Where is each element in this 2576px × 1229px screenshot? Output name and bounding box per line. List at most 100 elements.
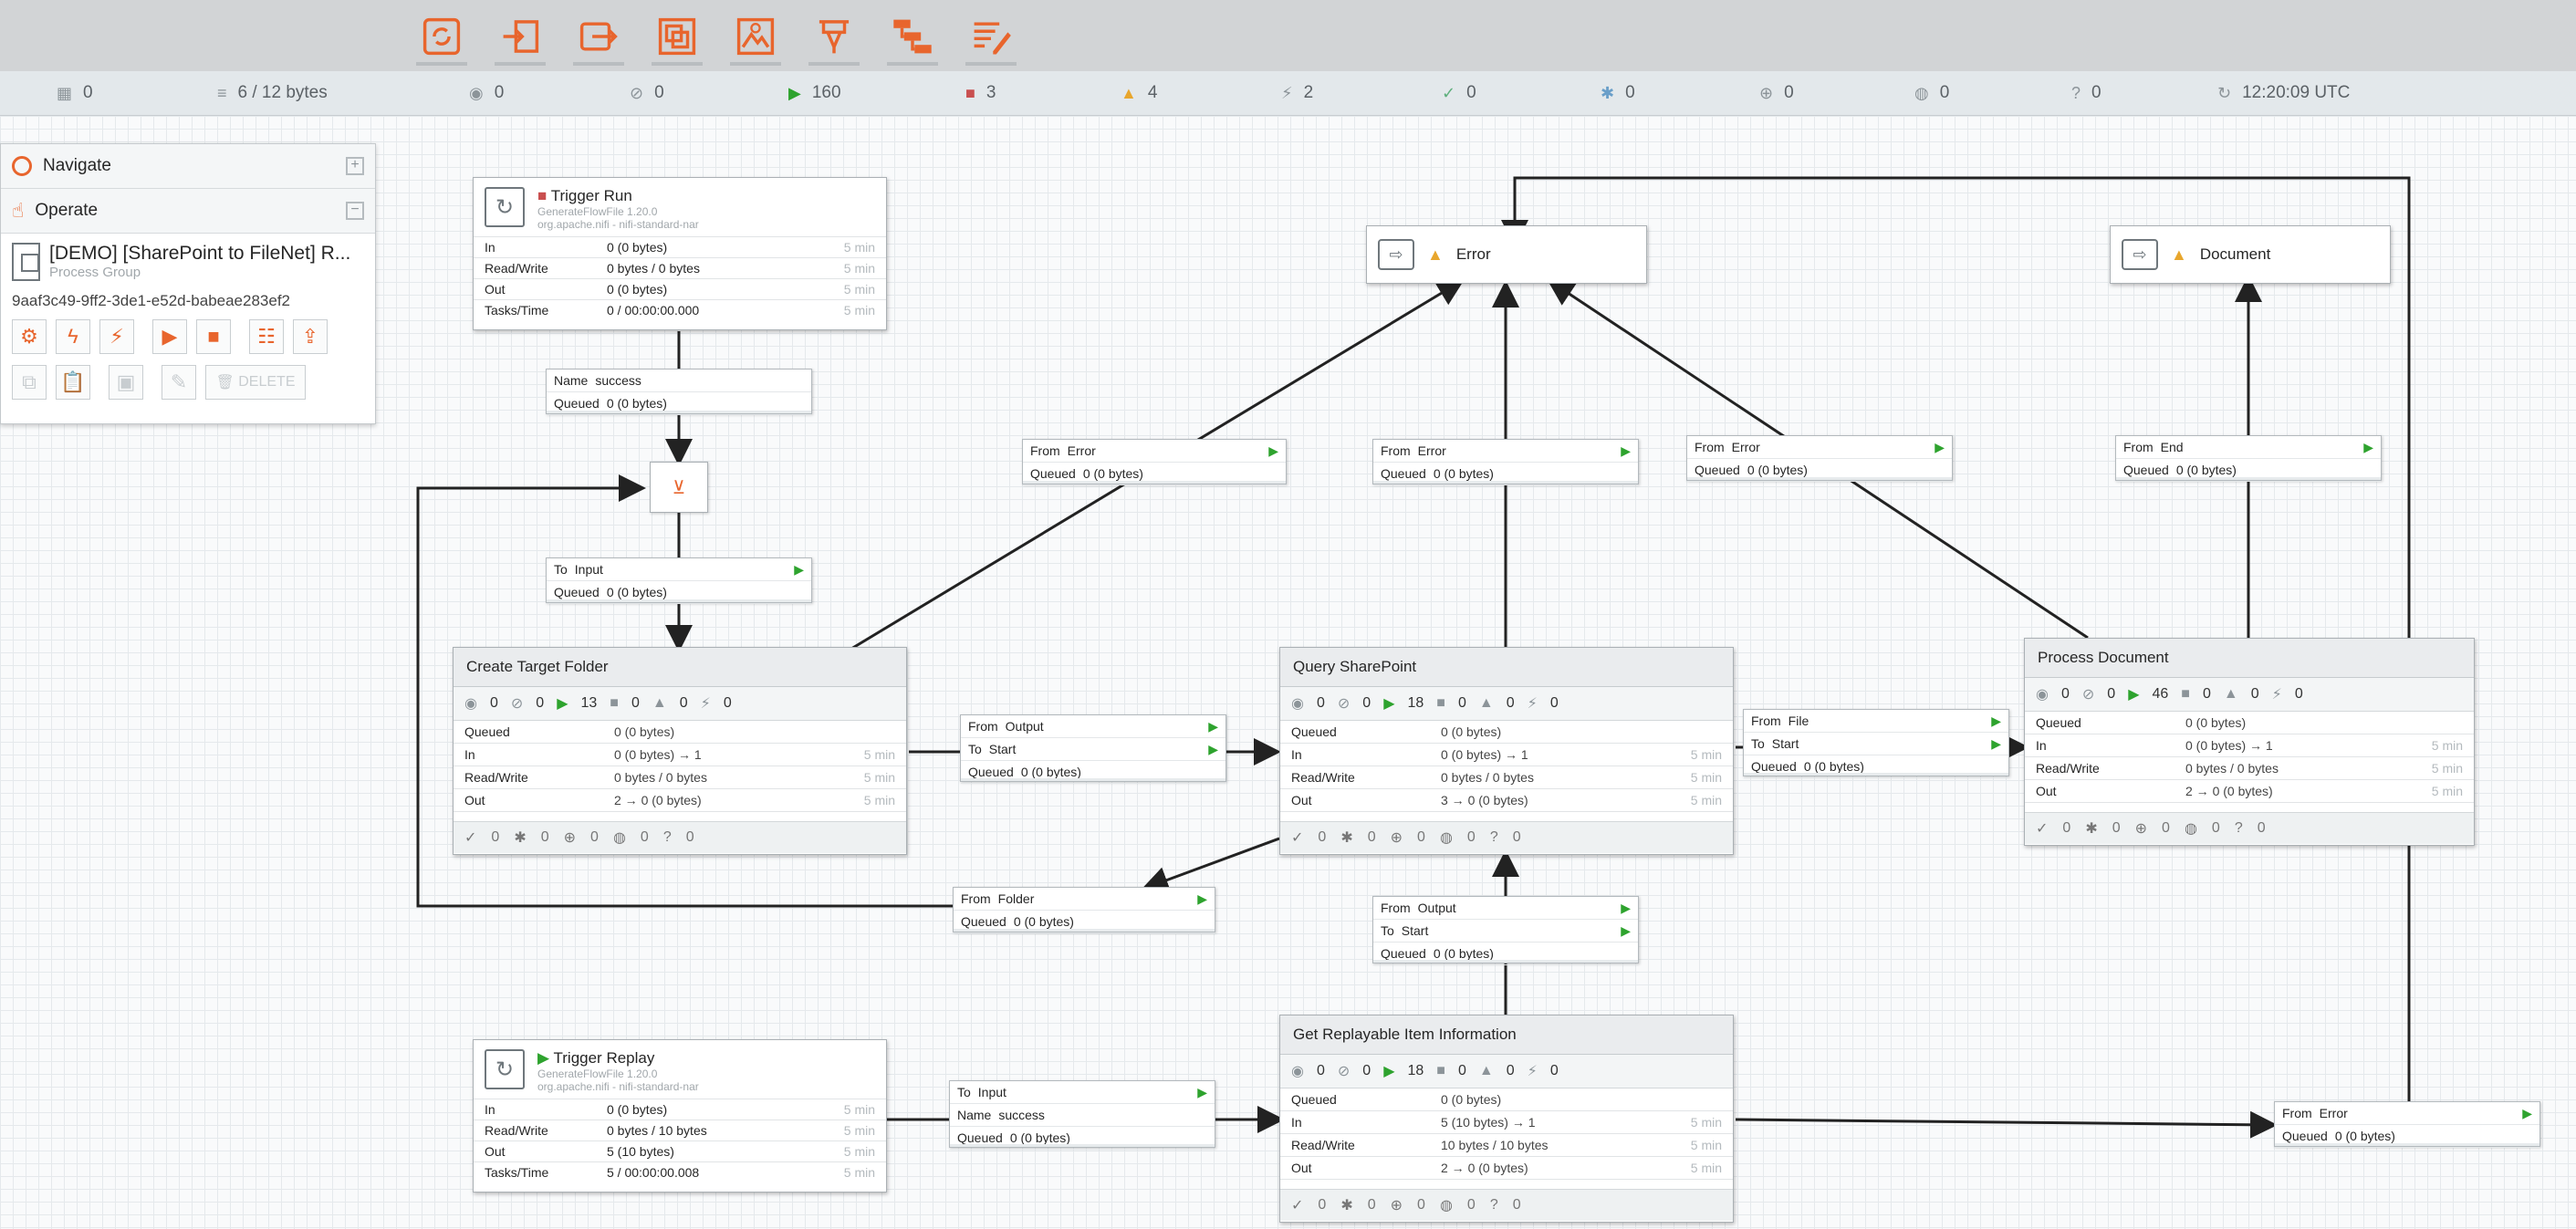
add-remote-process-group-button[interactable] <box>730 11 781 66</box>
stale-icon: ⊕ <box>2134 821 2148 837</box>
not-transmitting-icon: ⊘ <box>510 696 524 712</box>
trigger-replay-processor[interactable]: ↻ ▶ Trigger Replay GenerateFlowFile 1.20… <box>473 1039 887 1193</box>
query-sharepoint-processor[interactable]: Query SharePoint ◉0 ⊘0 ▶18 ■0 ▲0 ⚡0 Queu… <box>1279 647 1734 855</box>
funnel-icon <box>819 20 850 54</box>
play-icon: ▶ <box>1621 922 1631 938</box>
stop-button[interactable]: ■ <box>196 319 231 354</box>
stale-modified-icon: ◍ <box>1439 1198 1453 1213</box>
add-output-port-button[interactable] <box>573 11 624 66</box>
play-icon: ▶ <box>1621 443 1631 458</box>
play-icon: ▶ <box>788 83 801 102</box>
asterisk-icon: ✱ <box>514 830 527 846</box>
stopped-icon: ■ <box>537 187 548 204</box>
stop-icon: ■ <box>207 325 220 348</box>
delete-button[interactable]: 🗑 DELETE <box>205 365 306 400</box>
transmitting-icon: ◉ <box>1291 1064 1304 1079</box>
trigger-run-processor[interactable]: ↻ ■ Trigger Run GenerateFlowFile 1.20.0 … <box>473 177 887 330</box>
add-template-button[interactable] <box>887 11 938 66</box>
get-replayable-item-processor[interactable]: Get Replayable Item Information ◉0 ⊘0 ▶1… <box>1279 1015 1734 1223</box>
flow-status-bar: ▦0 ≡6 / 12 bytes ◉0 ⊘0 ▶160 ■3 ▲4 ⚡2 ✓0 … <box>0 71 2576 116</box>
disable-button[interactable]: ⚡ <box>99 319 134 354</box>
remote-process-group-icon <box>736 17 775 56</box>
stale-icon: ⊕ <box>1390 830 1403 846</box>
enable-button[interactable]: ϟ <box>56 319 90 354</box>
start-button[interactable]: ▶ <box>152 319 187 354</box>
funnel[interactable]: ⊻ <box>650 462 708 513</box>
upload-template-button[interactable]: ⇪ <box>293 319 328 354</box>
color-button[interactable]: ✎ <box>162 365 196 400</box>
operate-panel-header[interactable]: ☝ Operate − <box>1 189 375 234</box>
running-stat: ▶160 <box>788 83 841 102</box>
add-input-port-button[interactable] <box>495 11 546 66</box>
configure-button[interactable]: ⚙ <box>12 319 47 354</box>
warning-icon: ▲ <box>1478 695 1494 711</box>
add-label-button[interactable] <box>965 11 1017 66</box>
add-process-group-button[interactable] <box>652 11 703 66</box>
invalid-stat: ▲4 <box>1121 83 1158 102</box>
compass-icon <box>12 156 32 176</box>
stop-icon: ■ <box>610 695 619 711</box>
add-processor-button[interactable] <box>416 11 467 66</box>
conn-line-query-to-create <box>1141 837 1280 893</box>
conn-line-loop-back <box>416 474 953 908</box>
collapse-icon[interactable]: − <box>346 202 364 220</box>
output-port-icon: ⇨ <box>2122 239 2158 270</box>
process-document-processor[interactable]: Process Document ◉0 ⊘0 ▶46 ■0 ▲0 ⚡0 Queu… <box>2024 638 2475 846</box>
transmitting-icon: ◉ <box>469 83 484 102</box>
paste-button[interactable]: 📋 <box>56 365 90 400</box>
add-funnel-button[interactable] <box>808 11 860 66</box>
group-button[interactable]: ▣ <box>109 365 143 400</box>
create-template-button[interactable]: ☷ <box>249 319 284 354</box>
flow-canvas[interactable]: ⇨ ▲ Error ⇨ ▲ Document ⊻ ↻ ■ Trigger Run… <box>0 116 2576 1229</box>
copy-button[interactable]: ⧉ <box>12 365 47 400</box>
up-to-date-stat: ✓0 <box>1442 83 1476 102</box>
stale-stat: ⊕0 <box>1759 83 1794 102</box>
disabled-icon: ⚡ <box>2271 687 2282 703</box>
template-icon <box>893 19 932 54</box>
not-transmitting-icon: ⊘ <box>2081 687 2095 703</box>
play-icon: ▶ <box>1208 718 1218 734</box>
create-target-folder-processor[interactable]: Create Target Folder ◉0 ⊘0 ▶13 ■0 ▲0 ⚡0 … <box>453 647 907 855</box>
navigate-panel-header[interactable]: Navigate + <box>1 144 375 189</box>
play-icon: ▶ <box>2363 439 2373 454</box>
template-icon: ☷ <box>257 325 276 348</box>
error-output-port[interactable]: ⇨ ▲ Error <box>1366 225 1647 284</box>
expand-icon[interactable]: + <box>346 157 364 175</box>
document-output-port[interactable]: ⇨ ▲ Document <box>2110 225 2391 284</box>
play-icon: ▶ <box>2128 687 2140 703</box>
process-group-icon <box>12 243 40 281</box>
queue-icon: ≡ <box>217 83 227 102</box>
stale-icon: ⊕ <box>1390 1198 1403 1213</box>
refresh-icon[interactable]: ↻ <box>2217 83 2232 102</box>
locally-modified-stat: ✱0 <box>1601 83 1635 102</box>
disabled-stat: ⚡2 <box>1281 83 1314 102</box>
refresh-stat[interactable]: ↻12:20:09 UTC <box>2217 83 2351 102</box>
